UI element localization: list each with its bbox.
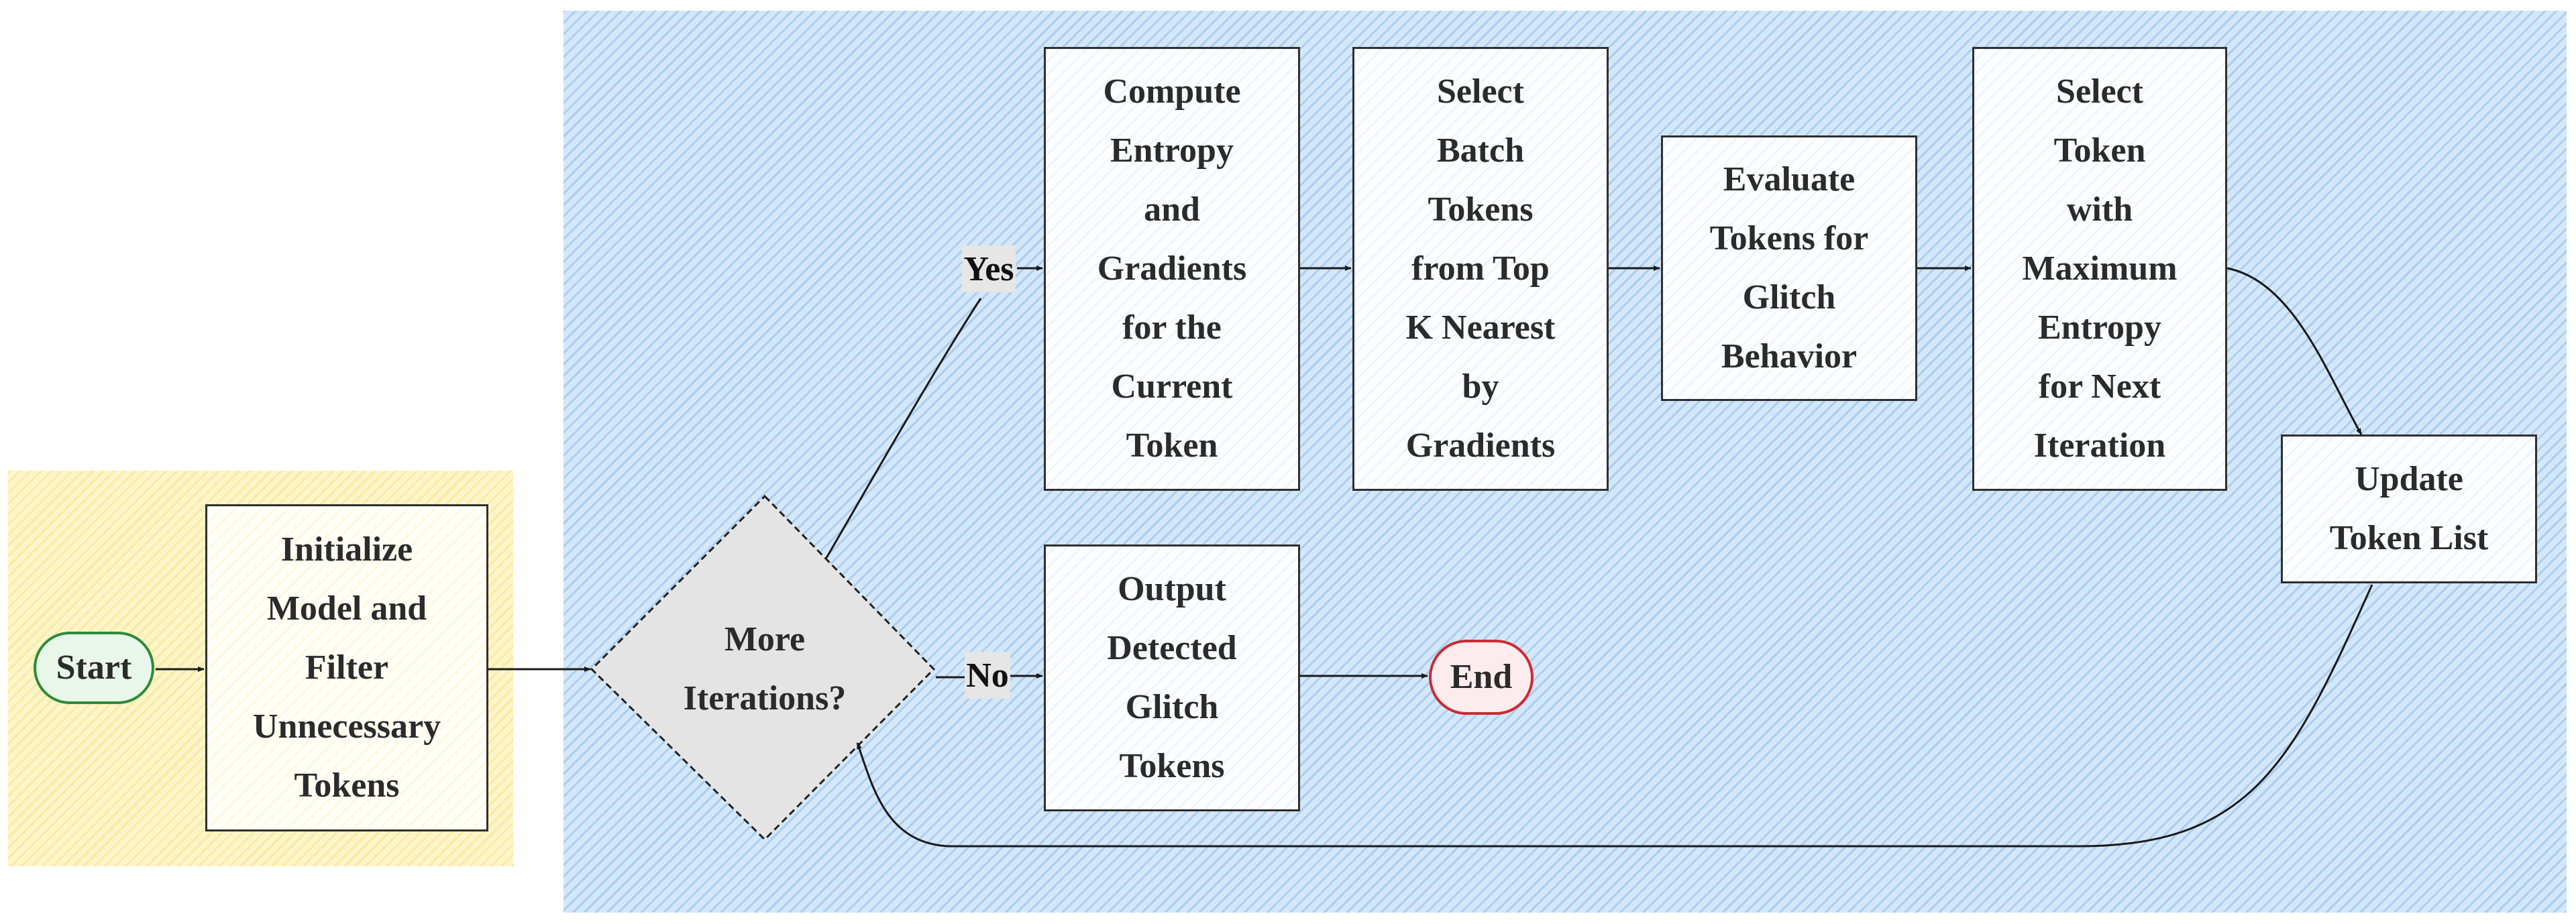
edge-decision-yes bbox=[825, 298, 982, 559]
no-label: No bbox=[965, 652, 1010, 699]
compute-line: for the bbox=[1122, 308, 1222, 347]
output-line: Output bbox=[1118, 570, 1226, 608]
output-line: Detected bbox=[1107, 629, 1237, 667]
compute-box: Compute Entropy and Gradients for the Cu… bbox=[1044, 47, 1300, 491]
compute-line: and bbox=[1144, 190, 1200, 229]
select-batch-line: Select bbox=[1437, 72, 1524, 111]
compute-line: Current bbox=[1111, 367, 1233, 406]
edge-selecttoken-update bbox=[2226, 267, 2363, 435]
select-batch-line: Batch bbox=[1436, 131, 1524, 170]
end-label: End bbox=[1450, 658, 1513, 696]
select-token-line: Token bbox=[2053, 131, 2146, 170]
start-label: Start bbox=[56, 648, 132, 687]
evaluate-line: Tokens for bbox=[1709, 219, 1869, 257]
init-line: Model and bbox=[266, 589, 427, 628]
init-line: Filter bbox=[305, 648, 389, 687]
decision-line: More bbox=[724, 620, 806, 658]
no-text: No bbox=[966, 656, 1009, 695]
start-node: Start bbox=[34, 632, 154, 704]
decision-label: More Iterations? bbox=[644, 603, 885, 735]
update-box: Update Token List bbox=[2281, 435, 2537, 583]
output-line: Glitch bbox=[1125, 688, 1219, 726]
select-token-line: Iteration bbox=[2033, 426, 2166, 465]
evaluate-line: Glitch bbox=[1742, 278, 1836, 316]
select-batch-line: by bbox=[1462, 367, 1499, 406]
decision-diamond bbox=[590, 494, 936, 842]
decision-line: Iterations? bbox=[683, 679, 847, 717]
init-line: Unnecessary bbox=[252, 707, 441, 746]
select-batch-line: Gradients bbox=[1405, 426, 1556, 465]
select-token-line: Entropy bbox=[2038, 308, 2161, 347]
init-box: Initialize Model and Filter Unnecessary … bbox=[205, 504, 488, 831]
update-line: Update bbox=[2355, 460, 2463, 498]
evaluate-line: Behavior bbox=[1721, 337, 1858, 376]
update-line: Token List bbox=[2329, 519, 2489, 557]
select-batch-line: K Nearest bbox=[1405, 308, 1556, 347]
select-token-line: for Next bbox=[2038, 367, 2161, 406]
init-line: Initialize bbox=[280, 530, 413, 569]
output-line: Tokens bbox=[1119, 747, 1225, 785]
compute-line: Gradients bbox=[1097, 249, 1247, 288]
compute-line: Entropy bbox=[1110, 131, 1234, 170]
output-box: Output Detected Glitch Tokens bbox=[1044, 544, 1300, 811]
select-token-line: Select bbox=[2056, 72, 2143, 111]
init-line: Tokens bbox=[294, 766, 400, 805]
yes-label: Yes bbox=[962, 245, 1016, 292]
select-batch-line: Tokens bbox=[1428, 190, 1534, 229]
select-batch-box: Select Batch Tokens from Top K Nearest b… bbox=[1352, 47, 1609, 491]
end-node: End bbox=[1429, 640, 1534, 715]
compute-line: Compute bbox=[1103, 72, 1241, 111]
compute-line: Token bbox=[1126, 426, 1218, 465]
select-token-line: Maximum bbox=[2022, 249, 2178, 288]
evaluate-box: Evaluate Tokens for Glitch Behavior bbox=[1661, 135, 1917, 401]
edge-update-decision bbox=[856, 584, 2373, 848]
select-token-line: with bbox=[2066, 190, 2133, 229]
evaluate-line: Evaluate bbox=[1723, 160, 1856, 198]
select-token-box: Select Token with Maximum Entropy for Ne… bbox=[1972, 47, 2227, 491]
select-batch-line: from Top bbox=[1411, 249, 1550, 288]
yes-text: Yes bbox=[963, 249, 1014, 288]
